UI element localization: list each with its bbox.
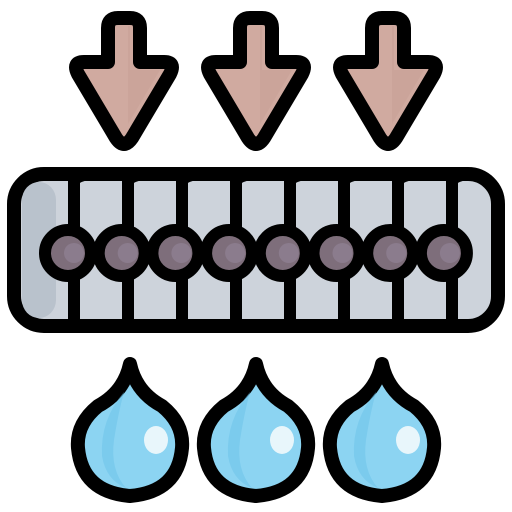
arrows-group [69,11,443,151]
membrane-bead [200,224,259,282]
membrane [7,167,505,333]
arrow-down-icon-2 [201,11,311,151]
membrane-bead [39,224,97,282]
bead-highlight [64,243,84,263]
drop-body [70,357,190,503]
water-drop-icon-2 [196,357,316,503]
bead-highlight [332,243,353,263]
bead-highlight [439,243,460,263]
membrane-bead [253,224,312,282]
water-drops-group [70,357,442,503]
drop-body [196,357,316,503]
arrow-down-icon-3 [333,11,443,151]
bead-highlight [225,243,246,263]
arrow-shade [260,26,292,124]
membrane-bead [414,224,473,282]
membrane-group [7,167,505,333]
bead-highlight [386,243,407,263]
drop-body [322,357,442,503]
drop-shade [227,392,252,488]
membrane-bead [307,224,366,282]
bead-highlight [278,243,299,263]
drop-highlight [396,426,420,454]
drop-shade [353,392,378,488]
bead-highlight [117,243,138,263]
arrow-shade [128,26,160,124]
drop-shade [101,392,126,488]
arrow-down-icon-1 [69,11,179,151]
arrow-body [201,11,311,151]
membrane-bead [146,224,205,282]
drop-highlight [270,426,294,454]
membrane-bead [361,224,420,282]
bead-highlight [171,243,192,263]
membrane-shade [22,182,56,318]
arrow-body [333,11,443,151]
arrow-shade [392,26,424,124]
water-drop-icon-1 [70,357,190,503]
drop-highlight [144,426,168,454]
arrow-body [69,11,179,151]
water-drop-icon-3 [322,357,442,503]
membrane-bead [92,224,151,282]
